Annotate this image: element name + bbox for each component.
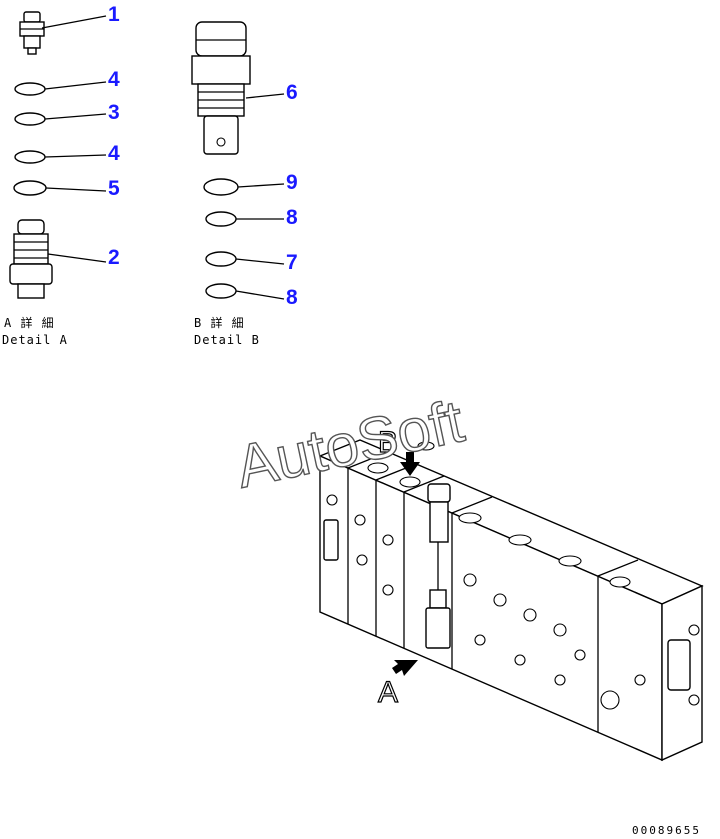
- callout-9: 9: [286, 171, 298, 194]
- part-4-ring-upper: [14, 82, 46, 96]
- callout-4: 4: [108, 68, 120, 91]
- callout-1: 1: [108, 3, 120, 26]
- detail-a-caption: Detail A: [2, 333, 68, 347]
- drawing-code: 00089655: [632, 824, 701, 837]
- view-arrow-a: [392, 660, 418, 676]
- part-7-o-ring: [205, 251, 237, 267]
- leader-lines: [41, 15, 285, 300]
- control-valve-block: [318, 439, 704, 762]
- part-2-valve-body: [9, 219, 53, 299]
- view-arrow-b: [400, 452, 420, 476]
- part-6-valve-assembly: [191, 21, 251, 155]
- callout-8: 8: [286, 286, 298, 309]
- part-4-ring-lower: [14, 150, 46, 164]
- callout-2: 2: [108, 246, 120, 269]
- part-5-o-ring: [13, 180, 47, 196]
- callout-4: 4: [108, 142, 120, 165]
- view-label-a: A: [378, 676, 398, 709]
- callout-3: 3: [108, 101, 120, 124]
- detail-b-caption-jp: B 詳 細: [194, 315, 245, 330]
- part-1-valve-cap: [19, 11, 45, 55]
- detail-b-caption: Detail B: [194, 333, 260, 347]
- part-8-ring-lower: [205, 283, 237, 299]
- part-9-o-ring: [203, 178, 239, 196]
- callout-7: 7: [286, 251, 298, 274]
- detail-a-caption-jp: A 詳 細: [4, 315, 55, 330]
- callout-8: 8: [286, 206, 298, 229]
- view-label-b: B: [378, 426, 398, 459]
- part-8-ring-upper: [205, 211, 237, 227]
- part-3-o-ring: [14, 112, 46, 126]
- callout-5: 5: [108, 177, 120, 200]
- callout-6: 6: [286, 81, 298, 104]
